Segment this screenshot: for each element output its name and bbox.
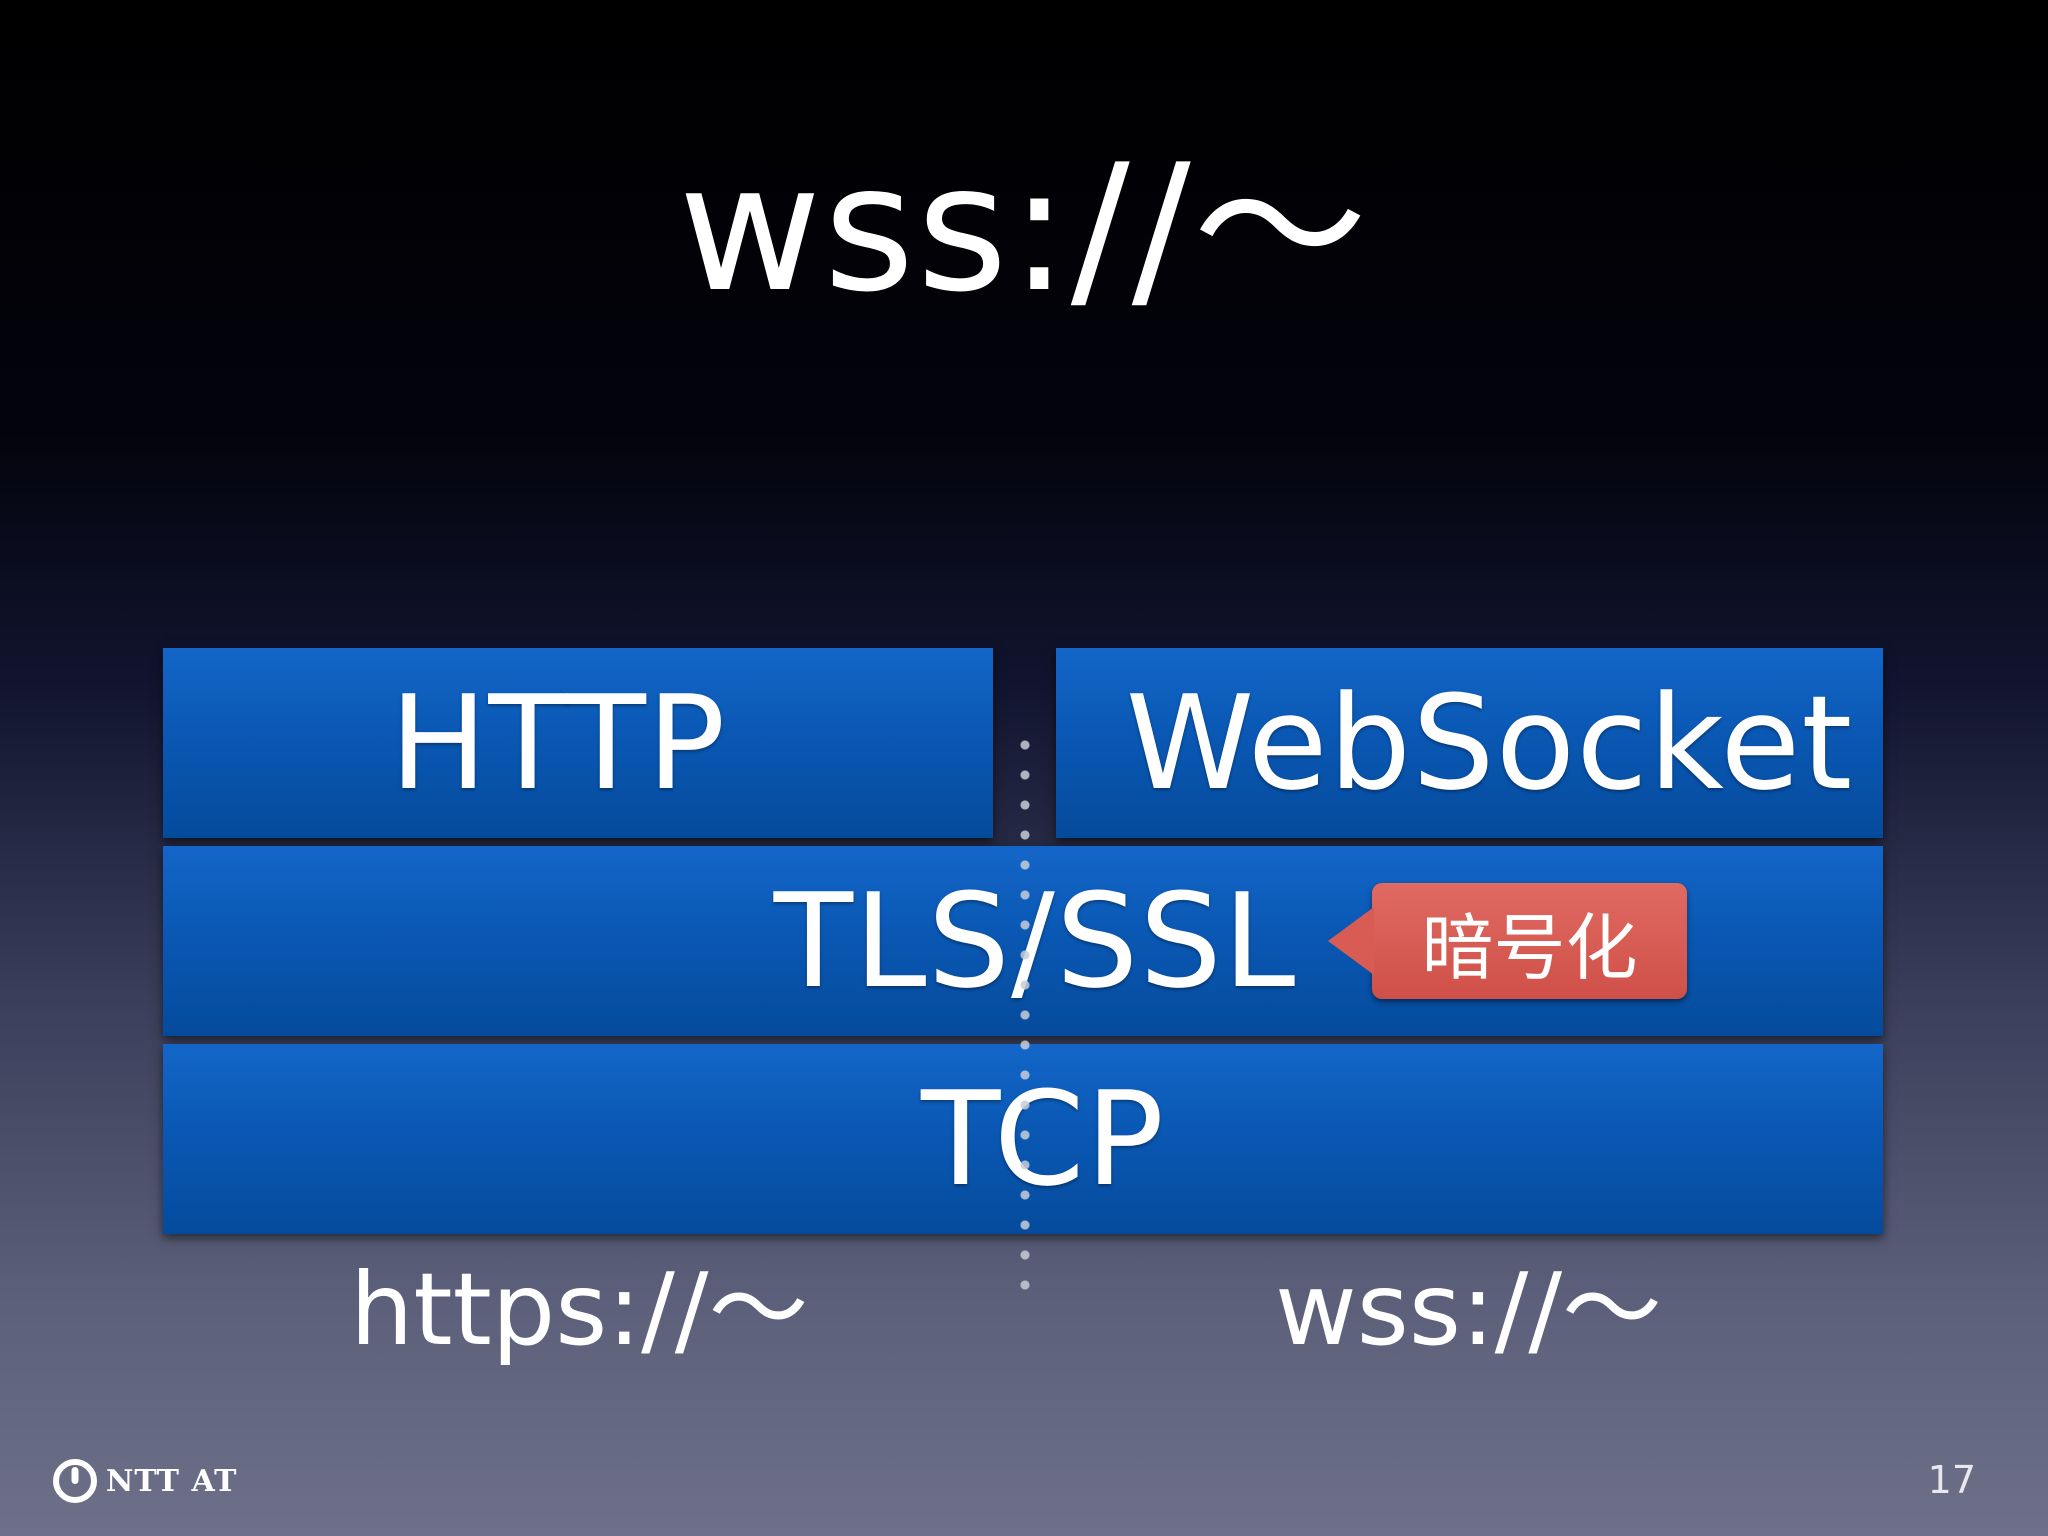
ntt-logo-icon [53,1459,97,1503]
websocket-layer-label: WebSocket [1125,667,1854,819]
websocket-layer: WebSocket [1056,648,1883,838]
callout-pointer [1328,907,1374,975]
encryption-callout-label: 暗号化 [1421,905,1638,990]
encryption-callout: 暗号化 [1328,883,1687,999]
logo-text: NTT AT [106,1463,238,1499]
tcp-layer-label: TCP [921,1063,1165,1215]
https-scheme-label: https://〜 [350,1251,809,1368]
page-number: 17 [1927,1458,1976,1502]
slide-title: wss://〜 [678,128,1370,331]
wss-scheme-label: wss://〜 [1275,1251,1663,1368]
http-layer-label: HTTP [389,667,727,819]
http-layer: HTTP [163,648,993,838]
tls-ssl-layer-label: TLS/SSL [773,865,1297,1017]
dotted-divider [1020,730,1030,1290]
company-logo: NTT AT [52,1458,237,1504]
